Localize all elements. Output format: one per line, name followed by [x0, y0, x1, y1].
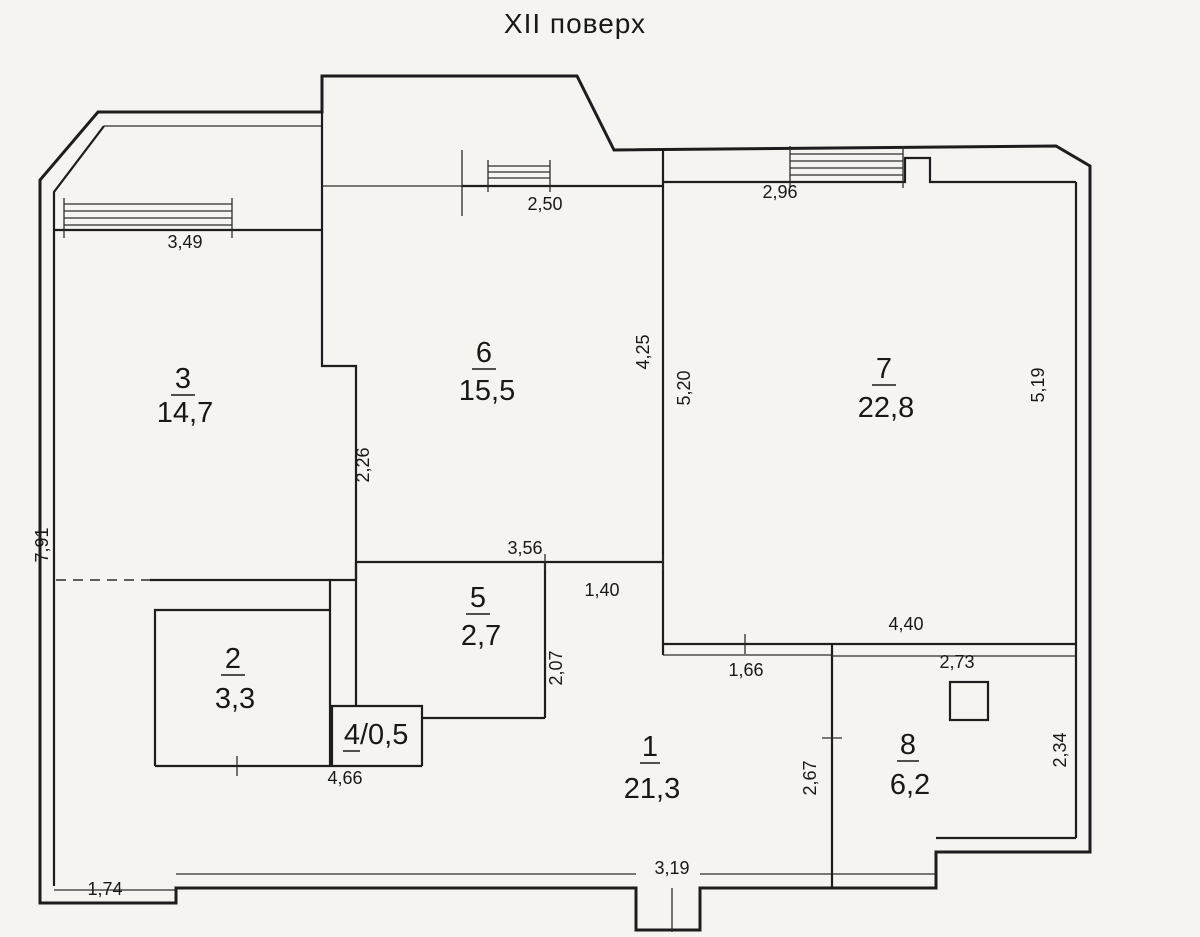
dim-room6-right: 4,25	[633, 334, 653, 369]
dim-room6-window: 2,50	[527, 194, 562, 214]
dim-room6-left-lower: 2,26	[353, 447, 373, 482]
dim-rooms24-bottom: 4,66	[327, 768, 362, 788]
room-2-number: 2	[225, 643, 241, 675]
dim-corridor-width: 1,40	[584, 580, 619, 600]
room2-walls	[153, 608, 330, 766]
room-4-area: /0,5	[360, 719, 408, 751]
dimension-ticks	[236, 554, 842, 932]
room-3-area: 14,7	[157, 397, 213, 429]
room-7-number: 7	[876, 353, 892, 385]
page-title: XII поверх	[504, 8, 646, 39]
dimension-labels: 3,49 2,50 2,96 7,91 2,26 4,25 5,20 5,19 …	[32, 182, 1070, 899]
dim-room6-bottom: 3,56	[507, 538, 542, 558]
room-8-number: 8	[900, 729, 916, 761]
outer-wall-contour	[38, 74, 1092, 932]
room7-top-wall	[663, 156, 1076, 184]
dim-bottom-left: 1,74	[87, 879, 122, 899]
room-7-area: 22,8	[858, 392, 914, 424]
window-hatches	[63, 146, 904, 238]
dim-bottom-center: 3,19	[654, 858, 689, 878]
dim-room7-left: 5,20	[674, 370, 694, 405]
dim-room7-right: 5,19	[1028, 367, 1048, 402]
room-1-number: 1	[642, 731, 658, 763]
room8-duct-shaft	[948, 680, 990, 722]
dim-room7-bottom: 4,40	[888, 614, 923, 634]
room-5-number: 5	[470, 582, 486, 614]
room-4-number: 4	[344, 719, 360, 751]
room-6-number: 6	[476, 337, 492, 369]
room-2-area: 3,3	[215, 683, 255, 715]
dim-left-wall: 7,91	[32, 527, 52, 562]
room4-walls	[330, 704, 424, 766]
dim-room8-top: 2,73	[939, 652, 974, 672]
room-1-area: 21,3	[624, 773, 680, 805]
room-6-area: 15,5	[459, 375, 515, 407]
room3-room6-wall	[320, 112, 358, 580]
dim-room8-right: 2,34	[1050, 732, 1070, 767]
dim-room8-left: 2,67	[800, 760, 820, 795]
dim-room3-window: 3,49	[167, 232, 202, 252]
room-8-area: 6,2	[890, 769, 930, 801]
room-3-number: 3	[175, 363, 191, 395]
dim-room7-window: 2,96	[762, 182, 797, 202]
left-wall-inner	[52, 125, 105, 886]
room-labels: 3 14,7 6 15,5 7 22,8 2 3,3 5 2,7 4 /0,5 …	[157, 337, 930, 805]
dim-room5-right: 2,07	[546, 650, 566, 685]
walls	[38, 74, 1092, 932]
room-5-area: 2,7	[461, 620, 501, 652]
dim-room7-door: 1,66	[728, 660, 763, 680]
